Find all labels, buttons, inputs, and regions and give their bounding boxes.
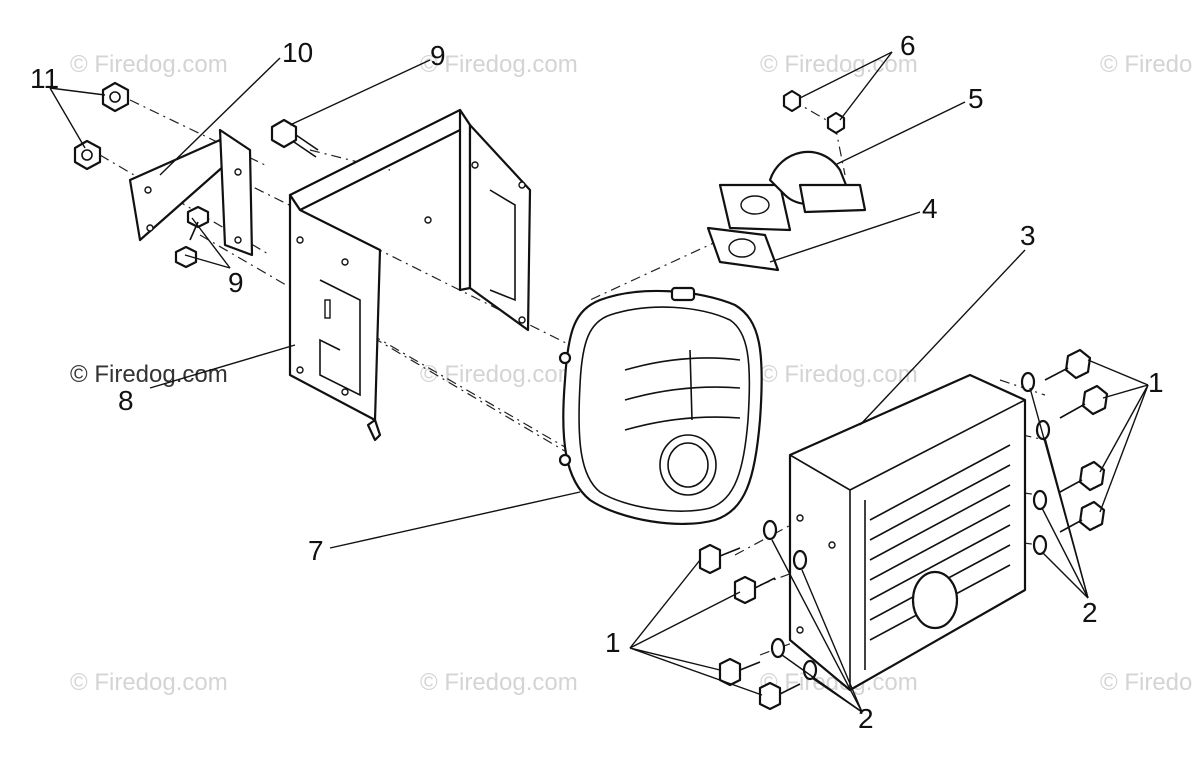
muffler-guard-part-3 <box>788 373 1027 692</box>
callout-2-right: 2 <box>1082 597 1098 628</box>
callout-1-left: 1 <box>605 627 621 658</box>
guard-vent-slots <box>869 444 1011 641</box>
watermark-7: © Firedog.com <box>70 669 228 696</box>
leader-lines <box>49 51 1149 713</box>
washer-part-2 <box>762 371 1051 681</box>
watermark-2: © Firedog.com <box>420 51 578 78</box>
callout-11: 11 <box>30 63 59 94</box>
callout-8: 8 <box>118 385 134 416</box>
watermark-10: © Firedog.com <box>1100 669 1192 696</box>
bolt-part-1 <box>698 348 1109 711</box>
nut-part-11 <box>73 81 130 171</box>
watermark-6: © Firedog.com <box>760 361 918 388</box>
small-bracket-part-10 <box>128 128 254 257</box>
gasket-part-4 <box>706 226 780 272</box>
callout-5: 5 <box>968 83 984 114</box>
callout-9-top: 9 <box>430 40 446 71</box>
watermark-1: © Firedog.com <box>70 51 228 78</box>
watermark-4: © Firedog.com <box>1100 51 1192 78</box>
callout-6: 6 <box>900 30 916 61</box>
callout-4: 4 <box>922 193 938 224</box>
callout-10: 10 <box>282 37 313 68</box>
callout-2-bottom: 2 <box>858 703 874 734</box>
nut-part-6 <box>782 89 846 135</box>
watermark-dark: © Firedog.com <box>70 361 228 388</box>
callout-7: 7 <box>308 535 324 566</box>
bolt-part-9 <box>174 118 319 269</box>
muffler-part-7 <box>558 286 763 526</box>
callout-3: 3 <box>1020 220 1036 251</box>
watermark-8: © Firedog.com <box>420 669 578 696</box>
watermark-3: © Firedog.com <box>760 51 918 78</box>
exhaust-pipe-part-5 <box>718 150 867 232</box>
callout-1-right: 1 <box>1148 367 1164 398</box>
mounting-bracket-part-8 <box>288 108 532 442</box>
callout-labels: 1 1 2 2 3 4 5 6 7 8 9 9 10 11 <box>30 30 1164 734</box>
callout-9-left: 9 <box>228 267 244 298</box>
watermarks: © Firedog.com © Firedog.com © Firedog.co… <box>70 51 1192 696</box>
watermark-5: © Firedog.com <box>420 361 578 388</box>
